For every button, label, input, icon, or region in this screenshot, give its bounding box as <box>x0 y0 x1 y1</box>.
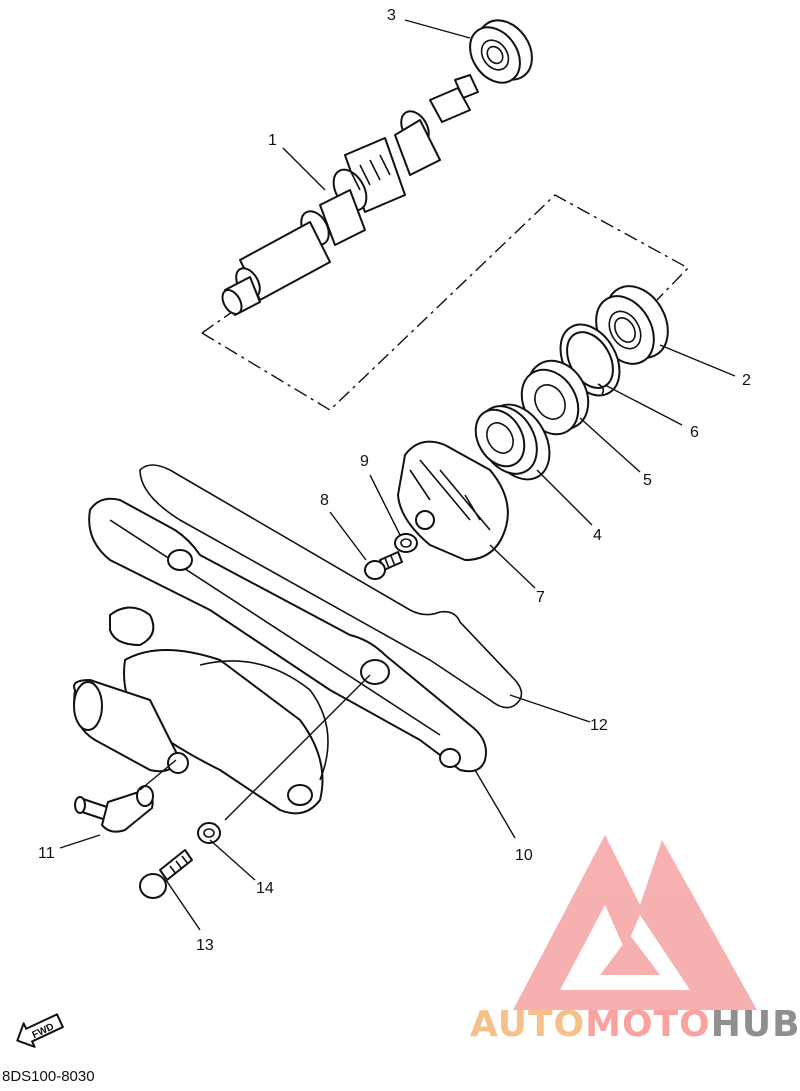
watermark-wordmark: AUTOMOTOHUB <box>470 1004 800 1045</box>
part-code: 8DS100-8030 <box>2 1068 95 1085</box>
part-9-washer <box>394 533 418 553</box>
callout-labels: 1 2 3 4 5 6 7 8 9 10 11 12 13 14 <box>38 7 751 954</box>
callout-5: 5 <box>643 472 652 489</box>
part-11-hose-fitting <box>74 785 154 833</box>
callout-12: 12 <box>590 717 608 734</box>
part-8-bolt <box>364 551 403 580</box>
callout-11: 11 <box>38 845 55 862</box>
callout-8: 8 <box>320 492 329 509</box>
callout-3: 3 <box>387 7 396 24</box>
part-7-impeller <box>397 440 509 561</box>
fwd-arrow-icon <box>16 1013 64 1048</box>
assembly-bracket-line <box>201 194 690 411</box>
part-14-washer <box>197 822 221 844</box>
callout-9: 9 <box>360 453 369 470</box>
callout-2: 2 <box>742 372 751 389</box>
callout-4: 4 <box>593 527 602 544</box>
part-12-o-ring <box>139 464 523 709</box>
watermark-logo <box>513 835 757 1010</box>
callout-13: 13 <box>196 937 214 954</box>
watermark-hub: HUB <box>710 1004 800 1045</box>
watermark-auto: AUTO <box>470 1004 586 1045</box>
fwd-arrow: FWD <box>16 1013 64 1048</box>
callout-7: 7 <box>536 589 545 606</box>
callout-14: 14 <box>256 880 274 897</box>
part-1-impeller-shaft <box>221 74 479 316</box>
callout-10: 10 <box>515 847 533 864</box>
part-3-bearing <box>469 19 533 84</box>
part-4-mechanical-seal <box>474 403 551 481</box>
callout-1: 1 <box>268 132 277 149</box>
part-13-bolt <box>139 849 193 899</box>
leader-lines <box>59 19 736 931</box>
callout-6: 6 <box>690 424 699 441</box>
watermark-moto: MOTO <box>585 1004 711 1045</box>
